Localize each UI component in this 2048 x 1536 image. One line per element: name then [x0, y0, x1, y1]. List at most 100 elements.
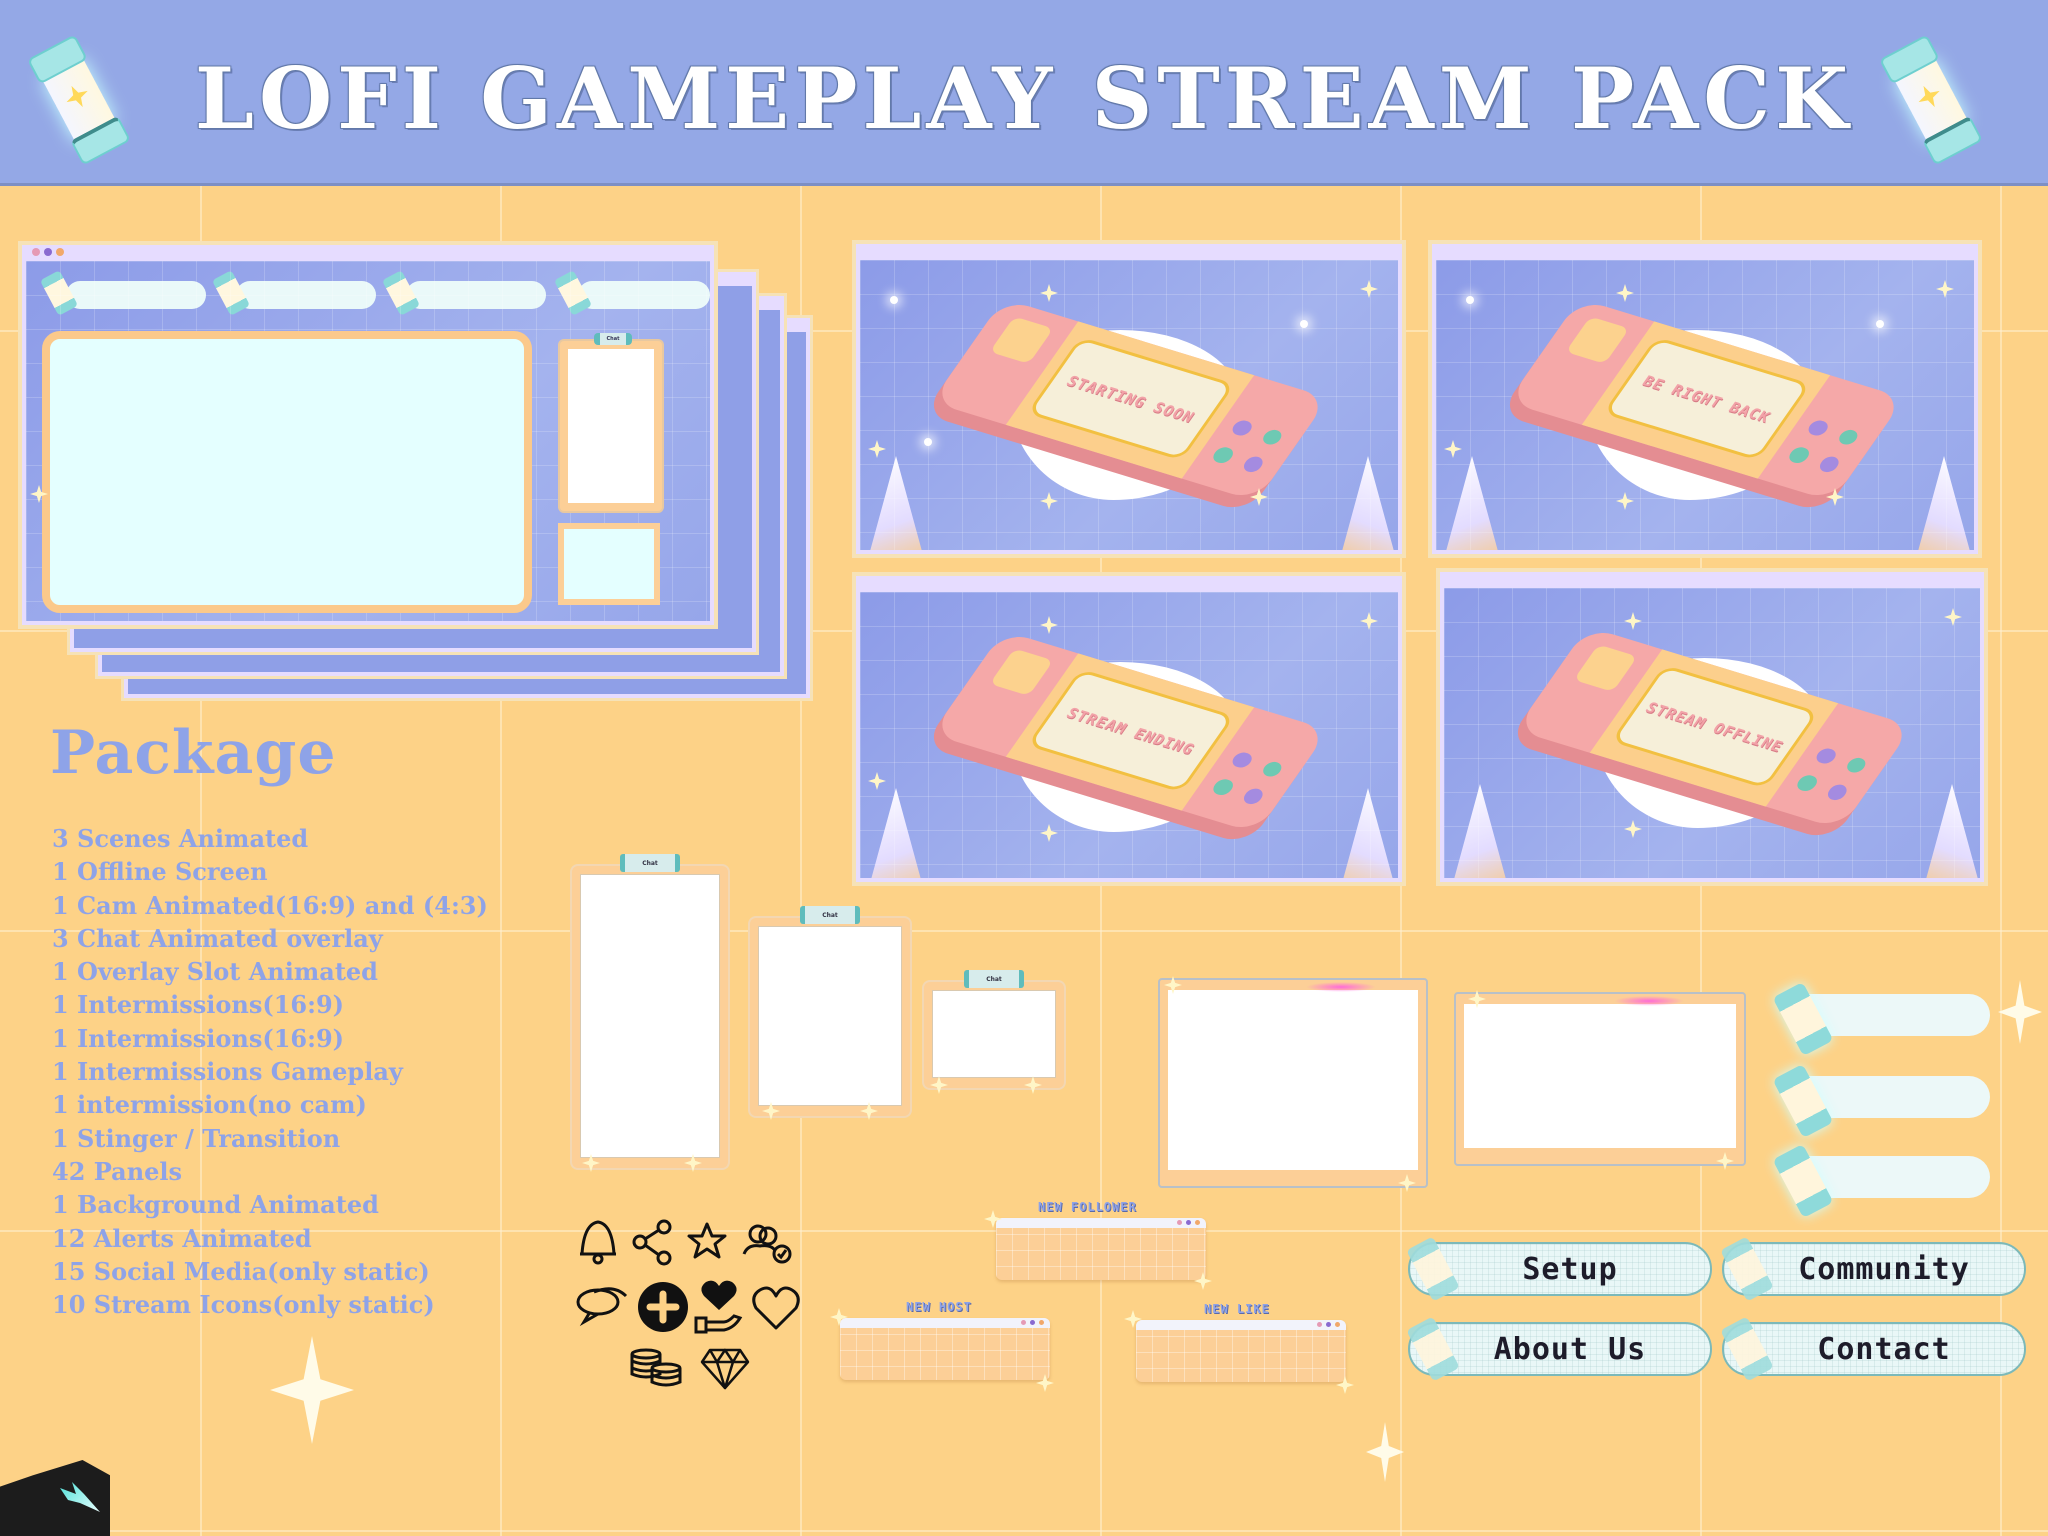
package-item: 42 Panels — [52, 1156, 183, 1186]
panel-community[interactable]: Community — [1722, 1242, 2026, 1296]
scene-screen-text: STREAM OFFLINE — [1642, 698, 1788, 756]
feather-icon — [1442, 456, 1502, 550]
package-item: 1 Cam Animated(16:9) and (4:3) — [52, 890, 488, 920]
sparkle-icon — [868, 772, 886, 790]
glow-dot — [890, 296, 898, 304]
chat-tab: Chat — [964, 970, 1024, 988]
package-item: 1 Intermissions(16:9) — [52, 1023, 345, 1053]
package-item: 1 Stinger / Transition — [52, 1123, 341, 1153]
capsule-star-icon — [1406, 1316, 1460, 1381]
chat-tab: Chat — [594, 333, 632, 345]
capsule-star-icon — [1720, 1316, 1774, 1381]
capsule-star-icon — [1406, 1236, 1460, 1301]
sparkle-icon — [1624, 820, 1642, 838]
sparkle-icon — [1360, 280, 1378, 298]
window-dots — [1442, 247, 1474, 255]
panel-setup[interactable]: Setup — [1408, 1242, 1712, 1296]
sparkle-icon — [1040, 824, 1058, 842]
package-item: 1 Overlay Slot Animated — [52, 957, 378, 987]
capsule-star-icon — [1875, 32, 1986, 167]
scene-stream-ending: STREAM ENDING — [856, 576, 1402, 882]
sparkle-icon — [270, 1336, 354, 1444]
chat-tab: Chat — [800, 906, 860, 924]
sparkle-icon — [1716, 1152, 1734, 1170]
alert-label: NEW HOST — [906, 1300, 972, 1314]
package-title: Package — [50, 718, 337, 788]
users-check-icon — [742, 1224, 792, 1264]
package-item: 3 Scenes Animated — [52, 824, 309, 853]
cam-overlay-16x9 — [1454, 990, 1746, 1170]
window-dots — [866, 579, 898, 587]
sparkle-icon — [1616, 284, 1634, 302]
package-item: 1 intermission(no cam) — [52, 1090, 367, 1120]
heart-hand-icon — [694, 1280, 743, 1334]
capsule-star-icon — [23, 32, 134, 167]
sparkle-icon — [1040, 284, 1058, 302]
stream-icons-grid — [568, 1210, 808, 1390]
label-slot — [66, 281, 206, 309]
feather-icon — [1450, 784, 1510, 878]
package-item: 1 Intermissions(16:9) — [52, 990, 345, 1020]
window-dots — [866, 247, 898, 255]
feather-icon — [1914, 456, 1974, 554]
package-item: 1 Background Animated — [52, 1190, 379, 1220]
sparkle-icon — [1444, 440, 1462, 458]
sparkle-icon — [1624, 612, 1642, 630]
label-slot — [578, 281, 710, 309]
bell-icon — [580, 1220, 616, 1265]
package-item: 1 Intermissions Gameplay — [52, 1057, 403, 1087]
share-icon — [632, 1219, 672, 1266]
panel-contact[interactable]: Contact — [1722, 1322, 2026, 1376]
scene-screen-text: BE RIGHT BACK — [1638, 372, 1775, 426]
sparkle-icon — [1616, 492, 1634, 510]
coins-icon — [630, 1348, 682, 1387]
sparkle-icon — [1398, 1174, 1416, 1192]
chat-bubbles-icon — [576, 1287, 628, 1327]
alert-new-follower — [996, 1218, 1206, 1280]
window-dots — [32, 248, 64, 256]
page-title: LOFI GAMEPLAY STREAM PACK — [194, 49, 1854, 148]
bird-icon — [60, 1482, 100, 1512]
glow-dot — [1876, 320, 1884, 328]
label-slot — [406, 281, 546, 309]
brand-logo — [0, 1460, 110, 1536]
panel-label: Community — [1798, 1251, 1970, 1287]
alert-new-host — [840, 1318, 1050, 1380]
chat-frame — [560, 341, 662, 511]
sparkle-icon — [1366, 1422, 1404, 1482]
scene-starting-soon: STARTING SOON — [856, 244, 1402, 554]
header-banner: LOFI GAMEPLAY STREAM PACK — [0, 0, 2048, 186]
label-slot — [236, 281, 376, 309]
sparkle-icon — [1936, 280, 1954, 298]
package-item: 12 Alerts Animated — [52, 1223, 312, 1253]
window-dots — [1450, 575, 1482, 583]
game-capture-frame — [42, 331, 532, 613]
panel-label: Contact — [1817, 1331, 1951, 1367]
chat-overlay-small: Chat — [924, 970, 1064, 1094]
glow-dot — [924, 438, 932, 446]
scene-screen-text: STARTING SOON — [1062, 372, 1199, 426]
feather-icon — [1922, 784, 1982, 882]
capsule-star-icon — [1720, 1236, 1774, 1301]
chat-tab: Chat — [620, 854, 680, 872]
panel-label: Setup — [1522, 1251, 1618, 1287]
panel-about-us[interactable]: About Us — [1408, 1322, 1712, 1376]
package-list: 3 Scenes Animated 1 Offline Screen 1 Cam… — [52, 822, 488, 1321]
feather-icon — [866, 788, 926, 878]
package-item: 10 Stream Icons(only static) — [52, 1290, 435, 1320]
sparkle-icon — [1024, 1076, 1042, 1094]
cam-overlay-4x3 — [1158, 976, 1428, 1192]
diamond-icon — [700, 1348, 750, 1390]
glow-dot — [1466, 296, 1474, 304]
alert-new-like — [1136, 1320, 1346, 1382]
package-item: 3 Chat Animated overlay — [52, 923, 383, 953]
scene-screen-text: STREAM ENDING — [1062, 704, 1199, 758]
scene-stream-offline: STREAM OFFLINE — [1440, 572, 1984, 882]
package-item: 15 Social Media(only static) — [52, 1256, 430, 1286]
chat-overlay-tall: Chat — [572, 854, 728, 1172]
sparkle-icon — [868, 440, 886, 458]
sparkle-icon — [1944, 608, 1962, 626]
scene-be-right-back: BE RIGHT BACK — [1432, 244, 1978, 554]
feather-icon — [1338, 456, 1398, 554]
star-icon — [687, 1222, 727, 1259]
